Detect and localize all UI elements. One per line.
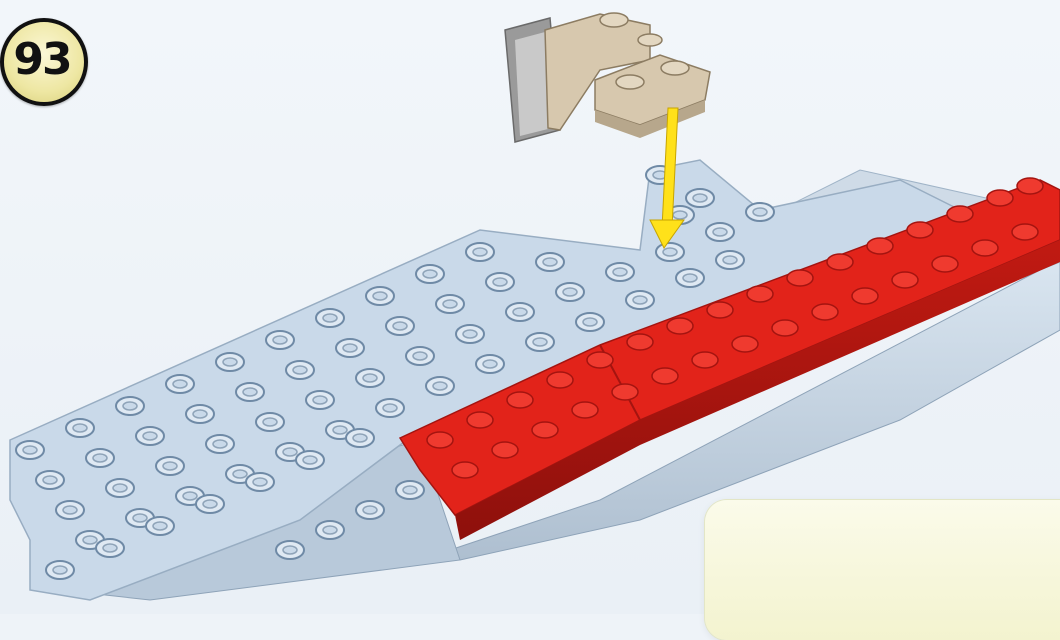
- stud-hole: [383, 404, 397, 412]
- stud-hole: [363, 506, 377, 514]
- stud-hole: [473, 248, 487, 256]
- stud-hole: [513, 308, 527, 316]
- red-stud: [867, 238, 893, 254]
- red-stud: [627, 334, 653, 350]
- red-stud: [1017, 178, 1043, 194]
- stud-hole: [343, 344, 357, 352]
- stud-hole: [463, 330, 477, 338]
- stud-hole: [23, 446, 37, 454]
- stud-hole: [43, 476, 57, 484]
- stud-hole: [363, 374, 377, 382]
- red-stud: [532, 422, 558, 438]
- red-stud: [507, 392, 533, 408]
- stud-hole: [353, 434, 367, 442]
- stud-hole: [233, 470, 247, 478]
- stud-hole: [283, 448, 297, 456]
- red-stud: [987, 190, 1013, 206]
- stud-hole: [373, 292, 387, 300]
- stud-hole: [273, 336, 287, 344]
- stud-hole: [213, 440, 227, 448]
- red-stud: [612, 384, 638, 400]
- stud-hole: [723, 256, 737, 264]
- red-stud: [852, 288, 878, 304]
- stud-hole: [563, 288, 577, 296]
- stud-hole: [243, 388, 257, 396]
- stud-hole: [493, 278, 507, 286]
- stud-hole: [153, 522, 167, 530]
- tan-bracket: [505, 13, 710, 142]
- stud-hole: [663, 248, 677, 256]
- stud-hole: [713, 228, 727, 236]
- stud-hole: [53, 566, 67, 574]
- stud-hole: [303, 456, 317, 464]
- stud-hole: [103, 544, 117, 552]
- stud-hole: [403, 486, 417, 494]
- stud-hole: [63, 506, 77, 514]
- stud-hole: [283, 546, 297, 554]
- stud-hole: [253, 478, 267, 486]
- stud-hole: [583, 318, 597, 326]
- stud-hole: [313, 396, 327, 404]
- stud-hole: [323, 526, 337, 534]
- stud-hole: [683, 274, 697, 282]
- red-stud: [652, 368, 678, 384]
- red-stud: [492, 442, 518, 458]
- red-stud: [467, 412, 493, 428]
- stud-hole: [753, 208, 767, 216]
- red-stud: [707, 302, 733, 318]
- stud-hole: [333, 426, 347, 434]
- stud-hole: [613, 268, 627, 276]
- red-stud: [947, 206, 973, 222]
- stud-hole: [123, 402, 137, 410]
- stud-hole: [163, 462, 177, 470]
- step-number: 93: [0, 18, 84, 102]
- red-stud: [972, 240, 998, 256]
- stud-hole: [323, 314, 337, 322]
- stud-hole: [423, 270, 437, 278]
- stud-hole: [483, 360, 497, 368]
- red-stud: [667, 318, 693, 334]
- red-stud: [827, 254, 853, 270]
- red-stud: [692, 352, 718, 368]
- parts-callout: [705, 500, 1060, 640]
- stud-hole: [223, 358, 237, 366]
- red-stud: [1012, 224, 1038, 240]
- stud-hole: [173, 380, 187, 388]
- stud-hole: [393, 322, 407, 330]
- red-stud: [932, 256, 958, 272]
- stud-hole: [673, 211, 687, 219]
- stud-hole: [93, 454, 107, 462]
- stud-hole: [133, 514, 147, 522]
- stud-hole: [533, 338, 547, 346]
- stud-hole: [83, 536, 97, 544]
- red-stud: [747, 286, 773, 302]
- stud-hole: [633, 296, 647, 304]
- red-stud: [907, 222, 933, 238]
- red-stud: [787, 270, 813, 286]
- red-stud: [812, 304, 838, 320]
- red-stud: [732, 336, 758, 352]
- stud-hole: [693, 194, 707, 202]
- stud-hole: [193, 410, 207, 418]
- red-stud: [572, 402, 598, 418]
- red-stud: [427, 432, 453, 448]
- red-stud: [547, 372, 573, 388]
- red-stud: [892, 272, 918, 288]
- stud-hole: [113, 484, 127, 492]
- stud-hole: [73, 424, 87, 432]
- stud-hole: [203, 500, 217, 508]
- stud-hole: [183, 492, 197, 500]
- stud-hole: [413, 352, 427, 360]
- red-stud: [772, 320, 798, 336]
- stud-hole: [143, 432, 157, 440]
- instruction-page: 93: [0, 0, 1060, 614]
- stud-hole: [543, 258, 557, 266]
- red-stud: [452, 462, 478, 478]
- red-stud: [587, 352, 613, 368]
- stud-hole: [293, 366, 307, 374]
- stud-hole: [433, 382, 447, 390]
- stud-hole: [263, 418, 277, 426]
- stud-hole: [443, 300, 457, 308]
